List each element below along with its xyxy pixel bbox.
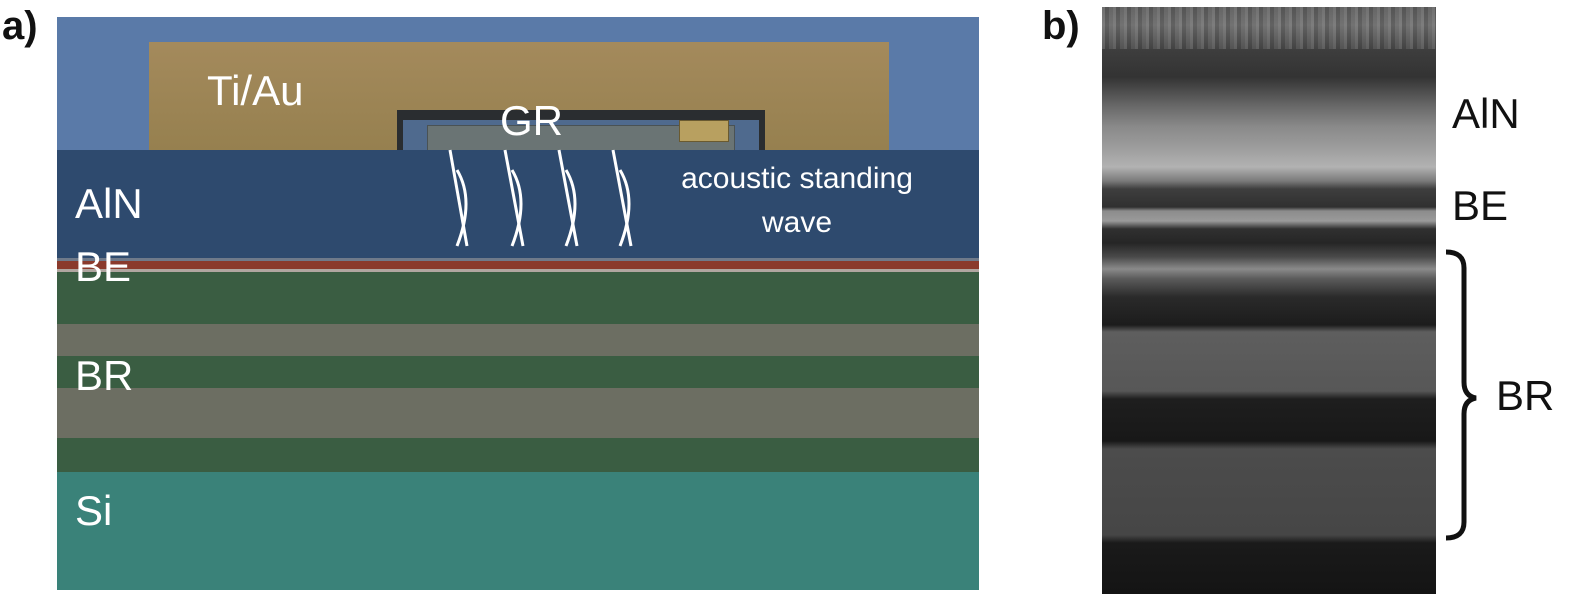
wave-arc-2 bbox=[510, 169, 523, 247]
label-br: BR bbox=[75, 352, 134, 399]
br-layer-5 bbox=[57, 438, 979, 472]
standing-wave-drawing bbox=[448, 149, 633, 247]
panel-a-letter: a) bbox=[2, 4, 38, 48]
aln-layer bbox=[57, 150, 979, 258]
device-schematic: Ti/Au GR AlN BE BR Si acoustic standing … bbox=[57, 17, 979, 590]
wave-arc-3 bbox=[564, 169, 577, 247]
label-be: BE bbox=[75, 243, 132, 290]
br-layer-3 bbox=[57, 356, 979, 388]
cross-section-micrograph bbox=[1102, 7, 1436, 594]
wave-caption-line1: acoustic standing bbox=[681, 162, 913, 195]
wave-caption: acoustic standing wave bbox=[657, 157, 937, 245]
br-layer-4 bbox=[57, 388, 979, 438]
wave-arc-1 bbox=[455, 169, 468, 247]
gold-pad bbox=[679, 120, 729, 142]
si-substrate bbox=[57, 472, 979, 590]
br-layer-2 bbox=[57, 324, 979, 356]
wave-caption-line2: wave bbox=[761, 206, 833, 239]
label-si: Si bbox=[75, 487, 113, 534]
wave-line-2 bbox=[503, 149, 525, 247]
be-layer bbox=[57, 258, 979, 272]
micrograph-noise-top bbox=[1102, 7, 1436, 49]
label-b-be: BE bbox=[1452, 182, 1509, 229]
panel-b-letter: b) bbox=[1042, 4, 1080, 48]
label-b-br: BR bbox=[1496, 372, 1555, 419]
wave-line-3 bbox=[557, 149, 579, 247]
wave-line-4 bbox=[611, 149, 633, 247]
label-aln: AlN bbox=[75, 180, 143, 227]
br-layer-1 bbox=[57, 272, 979, 324]
label-ti-au: Ti/Au bbox=[207, 67, 304, 114]
br-bracket-path bbox=[1445, 249, 1477, 541]
wave-line-1 bbox=[448, 149, 469, 247]
label-b-aln: AlN bbox=[1452, 90, 1520, 137]
label-gr: GR bbox=[500, 97, 563, 144]
wave-arc-4 bbox=[618, 169, 631, 247]
